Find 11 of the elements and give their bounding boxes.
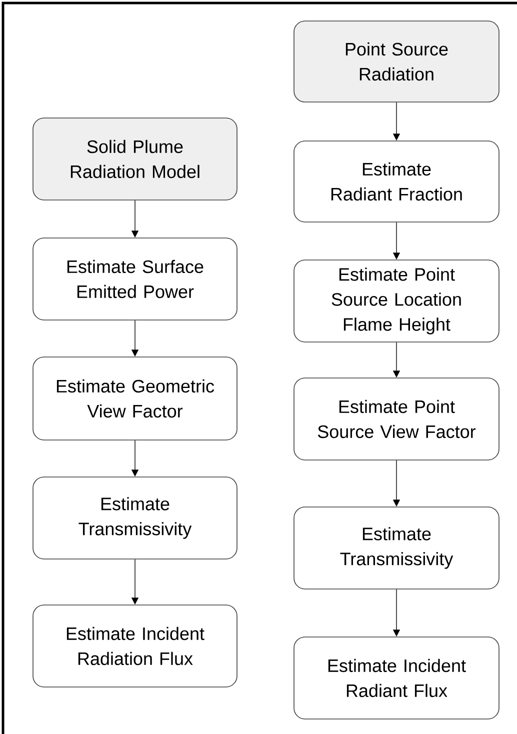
process-box: Estimate Point Source View Factor bbox=[294, 378, 500, 460]
process-box: Estimate Point Source Location Flame Height bbox=[294, 260, 500, 342]
process-box: Estimate Transmissivity bbox=[294, 506, 500, 590]
process-box: Estimate Incident Radiant Flux bbox=[294, 636, 500, 720]
start-box: Solid Plume Radiation Model bbox=[32, 118, 238, 200]
start-box: Point Source Radiation bbox=[294, 20, 500, 102]
process-box: Estimate Geometric View Factor bbox=[32, 356, 238, 440]
process-box: Estimate Incident Radiation Flux bbox=[32, 604, 238, 688]
process-box: Estimate Surface Emitted Power bbox=[32, 238, 238, 320]
process-box: Estimate Radiant Fraction bbox=[294, 140, 500, 222]
process-box: Estimate Transmissivity bbox=[32, 476, 238, 560]
